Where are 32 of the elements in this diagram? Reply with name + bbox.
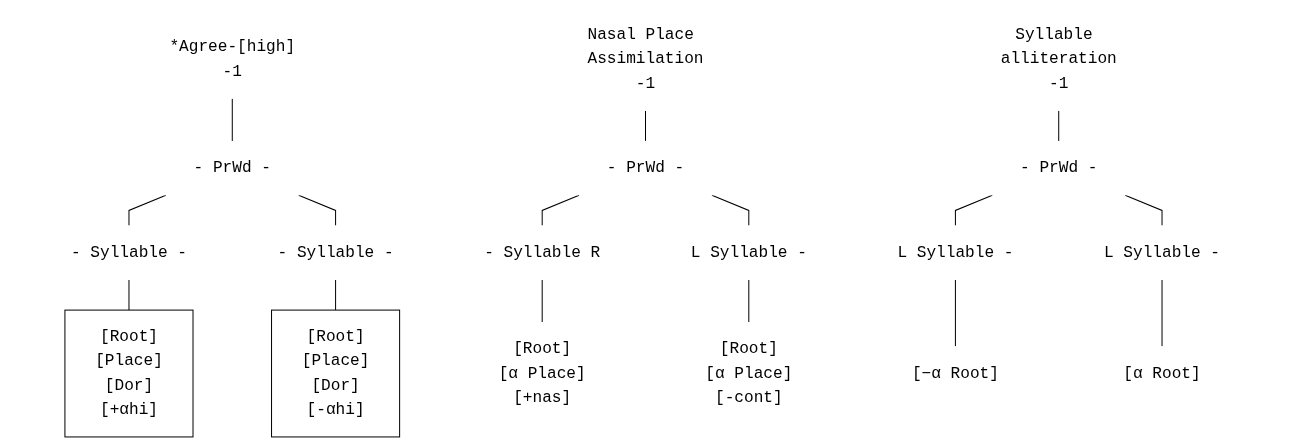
node-text: - PrWd - <box>193 159 271 178</box>
node-text: Syllable alliteration -1 <box>1000 26 1117 93</box>
node-box: [Root] [Place] [Dor] [-αhi] <box>271 309 401 438</box>
node-text: L Syllable - <box>690 243 807 262</box>
connector <box>748 279 750 323</box>
node-text: - PrWd - <box>1020 159 1098 178</box>
connector <box>954 279 956 347</box>
node-text: [Root] [α Place] [-cont] <box>705 340 793 407</box>
connector <box>645 110 646 142</box>
connector <box>231 98 233 142</box>
node-text: - Syllable - <box>277 243 394 262</box>
node-box: [Root] [Place] [Dor] [+αhi] <box>64 309 194 438</box>
node-text: *Agree-[high] -1 <box>169 38 296 81</box>
connector <box>541 194 580 227</box>
connector <box>711 194 750 227</box>
connector <box>541 279 543 323</box>
connector <box>1058 110 1060 142</box>
node-text: - Syllable R <box>484 243 601 262</box>
connector <box>335 279 337 311</box>
node-text: L Syllable - <box>897 243 1014 262</box>
node-text: [−α Root] <box>911 364 999 383</box>
node-text: [Root] [α Place] [+nas] <box>498 340 586 407</box>
node-text: [α Root] <box>1123 364 1201 383</box>
connector <box>298 194 337 227</box>
connector <box>954 194 993 227</box>
connector <box>128 194 167 227</box>
node-text: - Syllable - <box>70 243 187 262</box>
connector <box>128 279 130 311</box>
node-text: L Syllable - <box>1104 243 1221 262</box>
node-text: - PrWd - <box>606 159 685 178</box>
connector <box>1124 194 1163 227</box>
node-text: Nasal Place Assimilation -1 <box>587 26 704 93</box>
